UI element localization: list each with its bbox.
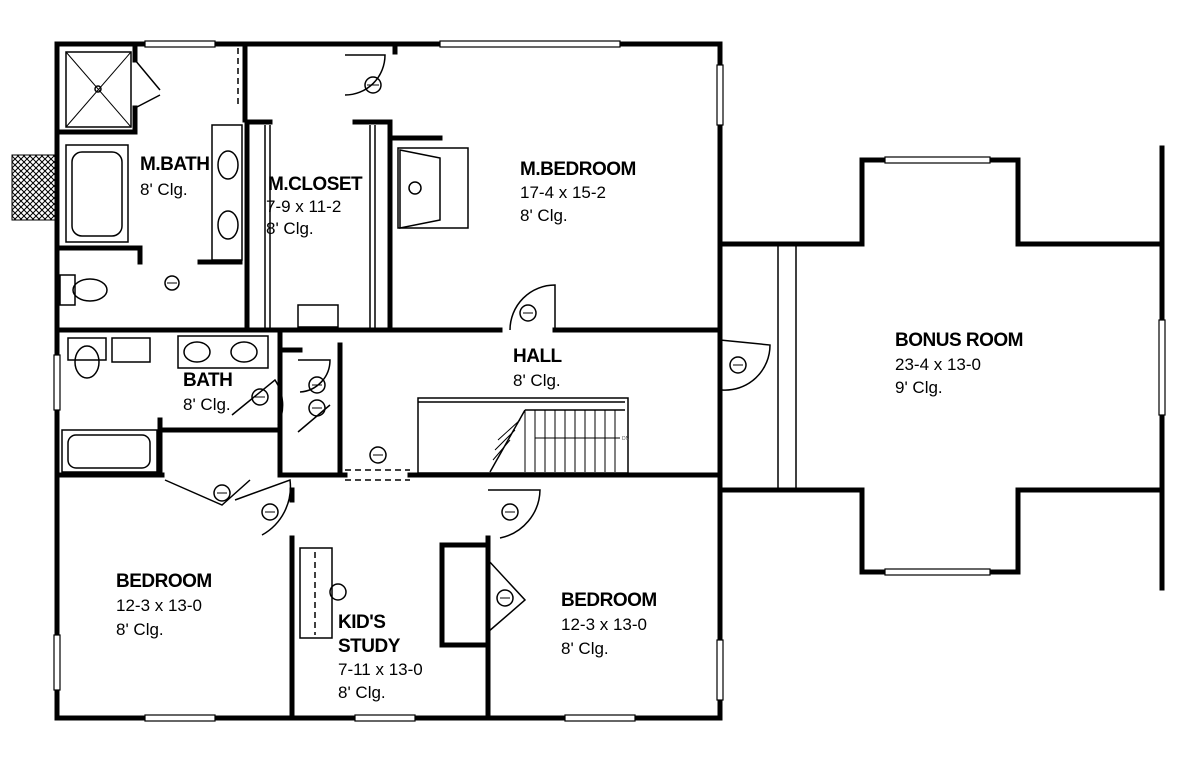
m-closet-ceiling: 8' Clg. (266, 219, 314, 238)
bedroom-right-name: BEDROOM (561, 590, 657, 611)
light-fixtures (164, 76, 747, 607)
closet-rods (264, 125, 376, 639)
kids-study-name2: STUDY (338, 636, 401, 657)
bath-name: BATH (183, 370, 232, 391)
bonus-room-ceiling: 9' Clg. (895, 378, 943, 397)
room-labels: M.BATH 8' Clg. M.CLOSET 7-9 x 11-2 8' Cl… (116, 154, 1024, 702)
kids-study-ceiling: 8' Clg. (338, 683, 386, 702)
bonus-room-name: BONUS ROOM (895, 330, 1023, 351)
interior-walls (54, 41, 723, 721)
hall-ceiling: 8' Clg. (513, 371, 561, 390)
m-bedroom-ceiling: 8' Clg. (520, 206, 568, 225)
bath-ceiling: 8' Clg. (183, 395, 231, 414)
m-bath-name: M.BATH (140, 154, 209, 175)
bedroom-right-size: 12-3 x 13-0 (561, 615, 647, 634)
bedroom-left-size: 12-3 x 13-0 (116, 596, 202, 615)
m-bedroom-name: M.BEDROOM (520, 159, 636, 180)
stairs (489, 409, 625, 473)
stair-note: DN (622, 436, 630, 442)
m-bedroom-size: 17-4 x 15-2 (520, 183, 606, 202)
m-closet-name: M.CLOSET (268, 174, 363, 195)
m-closet-size: 7-9 x 11-2 (266, 197, 341, 216)
doors (134, 48, 771, 633)
bedroom-left-ceiling: 8' Clg. (116, 620, 164, 639)
windows (53, 40, 1166, 722)
bedroom-right-ceiling: 8' Clg. (561, 639, 609, 658)
bedroom-left-name: BEDROOM (116, 571, 212, 592)
m-bath-ceiling: 8' Clg. (140, 180, 188, 199)
hall-name: HALL (513, 346, 563, 367)
fixtures (59, 51, 629, 474)
kids-study-size: 7-11 x 13-0 (338, 660, 423, 679)
bonus-room-size: 23-4 x 13-0 (895, 355, 981, 374)
kids-study-name: KID'S (338, 612, 385, 633)
chimney-hatch (11, 154, 57, 221)
